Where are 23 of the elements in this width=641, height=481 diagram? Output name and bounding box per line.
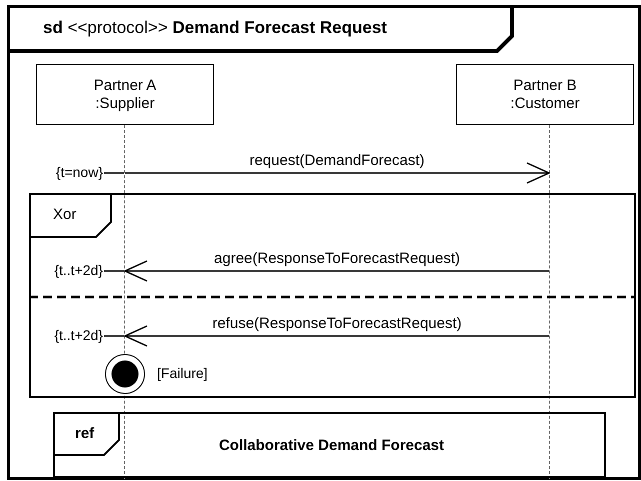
message-label: refuse(ResponseToForecastRequest) (211, 315, 463, 332)
participant-box (36, 64, 214, 125)
message-arrow (124, 260, 549, 282)
message-arrow (124, 325, 549, 347)
participant-box (456, 64, 634, 125)
combined-fragment (29, 193, 636, 398)
interaction-use-frame (53, 412, 606, 478)
timing-constraint: {t..t+2d} (54, 261, 103, 279)
terminate-symbol (105, 354, 145, 394)
message-label: agree(ResponseToForecastRequest) (213, 250, 461, 267)
timing-constraint: {t..t+2d} (54, 326, 103, 344)
operator-label: Xor (53, 206, 76, 223)
timing-constraint: {t=now} (56, 163, 103, 181)
diagram-frame (7, 5, 641, 480)
participant-label: Partner A :Supplier (92, 77, 158, 113)
diagram-title: sd <<protocol>> Demand Forecast Request (43, 18, 387, 38)
participant-label: Partner B :Customer (509, 77, 581, 113)
reference-label: Collaborative Demand Forecast (218, 437, 446, 454)
guard-label: [Failure] (157, 365, 208, 381)
message-label: request(DemandForecast) (248, 152, 426, 169)
message-arrow (125, 162, 550, 184)
lifeline (549, 125, 550, 479)
operator-label: ref (75, 425, 94, 442)
